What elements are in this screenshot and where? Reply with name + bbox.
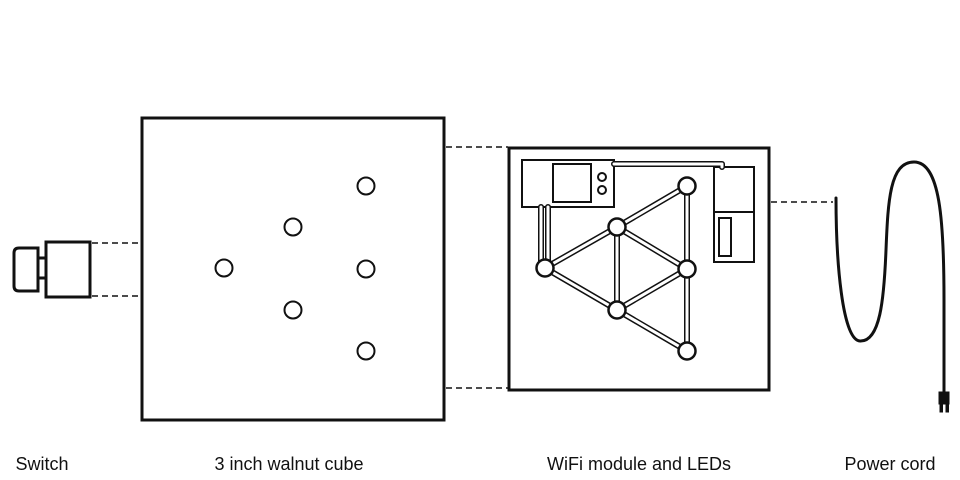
led: [677, 176, 697, 196]
wifi-label: WiFi module and LEDs: [546, 454, 732, 474]
switch-component: [12, 240, 92, 299]
power-module: [713, 166, 755, 263]
cube-hole: [356, 176, 376, 196]
cube-label: 3 inch walnut cube: [214, 454, 364, 474]
power-cord: [834, 160, 946, 394]
switch-label: Switch: [15, 454, 69, 474]
plug-prong: [945, 403, 949, 413]
power-cord-label: Power cord: [844, 454, 936, 474]
cube-guide-lines: [446, 146, 508, 389]
wifi-module-port: [597, 185, 607, 195]
cube-hole: [214, 258, 234, 278]
led: [677, 259, 697, 279]
power-plug: [938, 391, 950, 413]
cube-hole: [283, 300, 303, 320]
cube-hole: [356, 341, 376, 361]
walnut-cube-face: [140, 116, 446, 422]
led: [607, 300, 627, 320]
switch-body: [44, 240, 92, 299]
led: [535, 258, 555, 278]
plug-body: [938, 391, 950, 405]
wifi-module-chip: [552, 163, 592, 203]
wifi-module: [521, 159, 615, 208]
led: [677, 341, 697, 361]
cube-hole: [356, 259, 376, 279]
leds: [535, 176, 697, 361]
power-module-component: [718, 217, 732, 257]
cube-holes: [214, 176, 376, 361]
led: [607, 217, 627, 237]
switch-toggle: [12, 246, 40, 293]
wifi-module-port: [597, 172, 607, 182]
switch-guide-lines: [92, 242, 140, 297]
cube-hole: [283, 217, 303, 237]
plug-prong: [939, 403, 943, 413]
